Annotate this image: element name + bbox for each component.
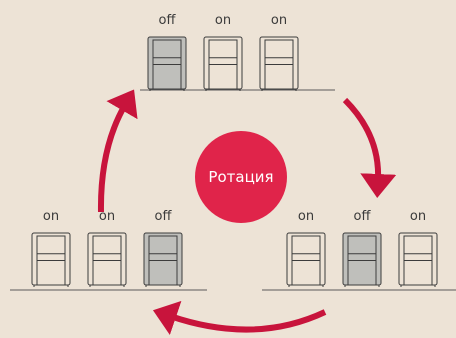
unit-top-1: on [204,13,242,91]
unit-left-0: on [32,209,70,287]
state-label: on [99,209,115,224]
unit-body-off [343,233,381,285]
state-label: off [155,209,173,224]
unit-group-top: off on on [140,13,335,91]
state-label: on [215,13,231,28]
unit-left-1: on [88,209,126,287]
unit-body-on [260,37,298,89]
unit-top-0: off [148,13,186,91]
state-label: on [43,209,59,224]
unit-body-on [399,233,437,285]
arrow-right-to-left [170,312,325,330]
unit-body-on [204,37,242,89]
state-label: on [410,209,426,224]
arrow-top-to-right [345,100,378,180]
unit-body-on [287,233,325,285]
unit-group-right: on off on [262,209,456,290]
unit-body-on [88,233,126,285]
state-label: off [159,13,177,28]
arrow-left-to-top [101,105,125,212]
state-label: on [271,13,287,28]
state-label: on [298,209,314,224]
unit-right-2: on [399,209,437,287]
state-label: off [354,209,372,224]
unit-top-2: on [260,13,298,91]
unit-right-0: on [287,209,325,287]
unit-left-2: off [144,209,182,287]
center-label: Ротация [208,168,273,186]
unit-right-1: off [343,209,381,287]
unit-body-off [144,233,182,285]
unit-body-on [32,233,70,285]
unit-body-off [148,37,186,89]
unit-group-left: on on off [10,209,207,290]
